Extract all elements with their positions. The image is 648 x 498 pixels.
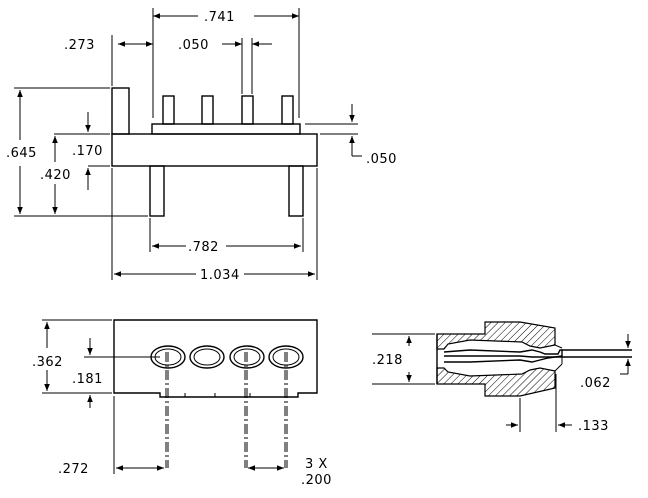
top-plate — [151, 123, 301, 135]
dim-bottom-height: .362 — [32, 355, 63, 370]
dim-overall-height: .645 — [6, 146, 37, 161]
dim-pitch: .200 — [301, 473, 332, 488]
housing-top-wall — [436, 321, 556, 350]
left-leg — [149, 165, 165, 217]
dim-pitch-count: 3 X — [305, 457, 328, 472]
bottom-view: .362 .181 .272 3 X .200 — [32, 319, 332, 488]
bottom-outline — [113, 319, 318, 398]
dim-pin-step: .050 — [366, 152, 397, 167]
dim-overall-width: 1.034 — [200, 268, 240, 283]
dim-body-height: .420 — [40, 168, 71, 183]
front-view: .741 .273 .050 .645 .420 .170 .050 — [6, 8, 397, 283]
dim-section-height: .218 — [372, 353, 403, 368]
section-view: .218 .062 .133 — [372, 321, 632, 434]
contact-holes — [150, 345, 304, 369]
top-pins — [162, 95, 294, 125]
dim-first-pin-offset: .272 — [58, 462, 89, 477]
dim-pin-span: .741 — [204, 10, 235, 25]
dim-pin-thickness: .062 — [580, 376, 611, 391]
dim-latch-offset: .133 — [578, 419, 609, 434]
dim-flange-height: .170 — [72, 144, 103, 159]
latch-tab — [111, 87, 130, 135]
contact-centerline — [444, 355, 562, 358]
connector-body — [111, 133, 318, 167]
dim-pin-offset: .273 — [64, 38, 95, 53]
dim-inner-width: .782 — [188, 240, 219, 255]
right-leg — [288, 165, 304, 217]
dim-pin-width: .050 — [178, 38, 209, 53]
contact-terminal — [443, 349, 563, 363]
dim-center-height: .181 — [72, 372, 103, 387]
housing-bottom-wall — [436, 367, 556, 397]
